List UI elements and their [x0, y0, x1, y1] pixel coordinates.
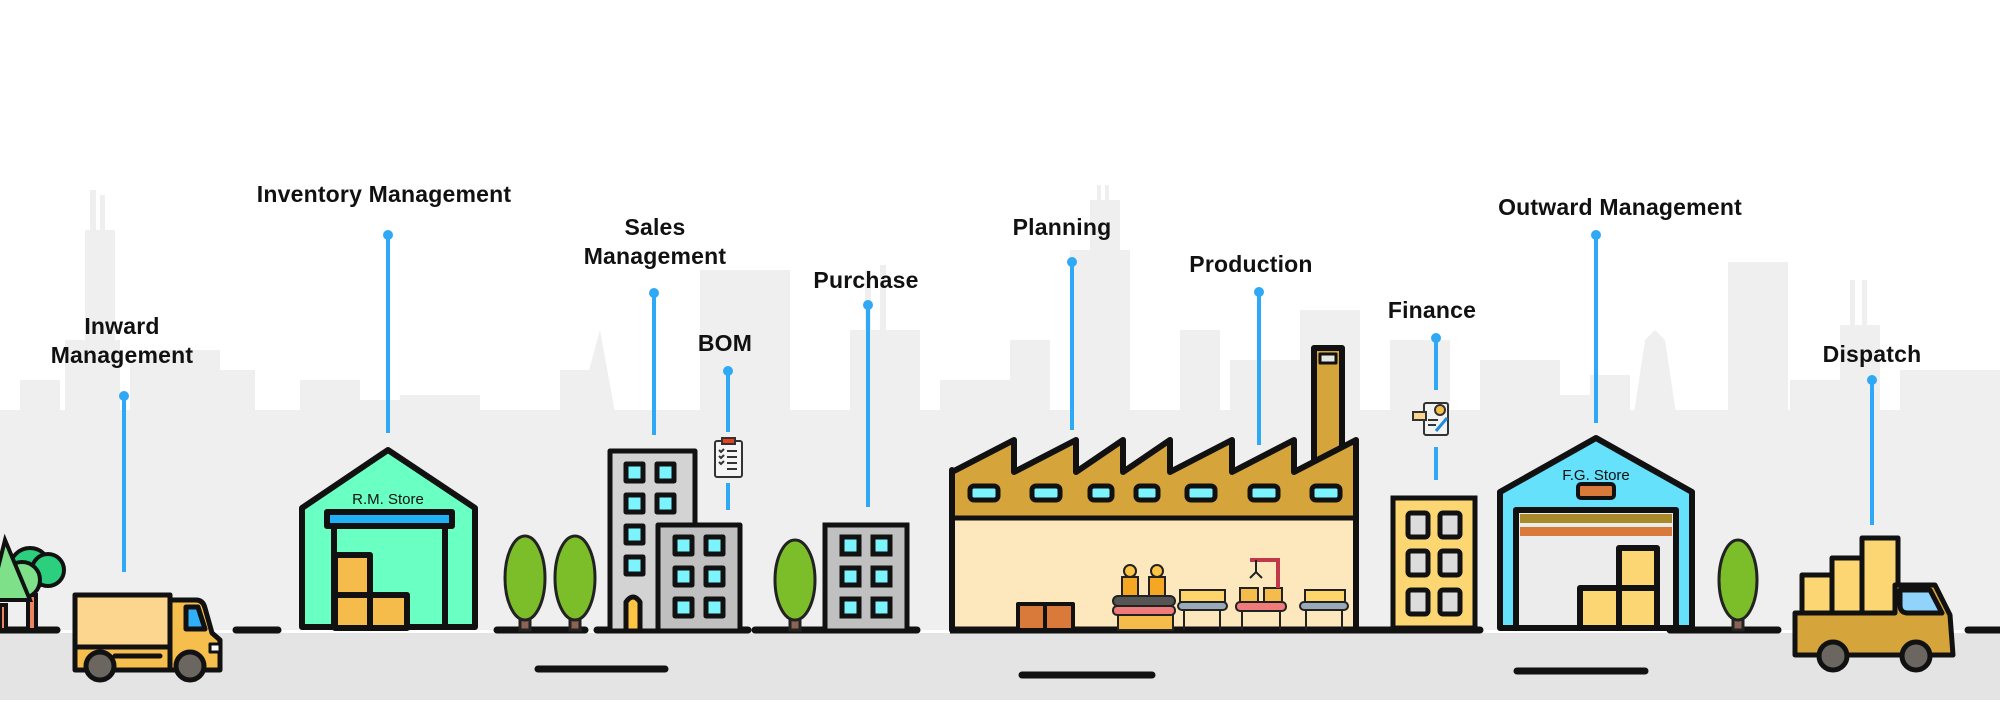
road-markings [534, 665, 1649, 679]
office-building-icon [607, 448, 743, 634]
clipboard-checklist-icon [714, 437, 743, 478]
stage-label-outward: Outward Management [1498, 194, 1742, 220]
tree-icon [503, 534, 597, 632]
stage-label-purchase: Purchase [813, 267, 919, 293]
stage-label-inventory: Inventory Management [256, 181, 512, 207]
stage-label-production: Production [1189, 251, 1313, 277]
fg-store-warehouse-icon [1497, 435, 1695, 631]
loaded-pickup-truck-icon [1792, 535, 1956, 673]
office-building-icon [822, 522, 910, 634]
rm-store-warehouse-icon [299, 447, 478, 631]
signed-document-icon [1412, 402, 1449, 436]
stage-label-inward: Inward Management [50, 313, 194, 368]
assembly-line-icon [1112, 558, 1349, 631]
tree-icon [1717, 538, 1759, 632]
tree-icon [0, 533, 66, 632]
tree-icon [773, 538, 817, 632]
fg-store-label: F.G. Store [1562, 467, 1630, 484]
stage-label-planning: Planning [1012, 214, 1112, 240]
stage-label-sales: Sales Management [583, 214, 727, 269]
stage-label-dispatch: Dispatch [1822, 341, 1922, 367]
connector-pins [119, 230, 1877, 572]
road [0, 633, 2000, 700]
rm-store-label: R.M. Store [352, 491, 424, 508]
delivery-truck-icon [72, 592, 223, 683]
stage-label-finance: Finance [1387, 297, 1477, 323]
stage-label-bom: BOM [697, 330, 753, 356]
finance-building-icon [1390, 495, 1478, 631]
